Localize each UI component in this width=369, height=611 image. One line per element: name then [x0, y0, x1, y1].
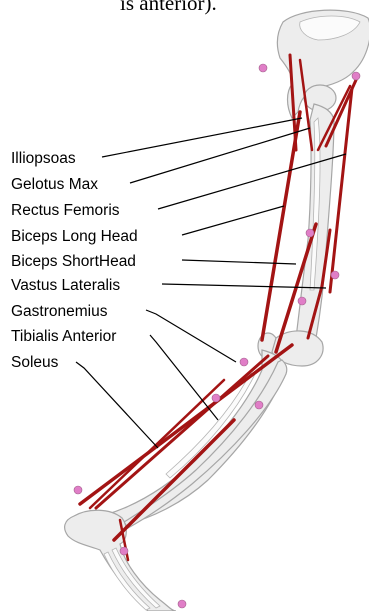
- label-rectus-femoris: Rectus Femoris: [11, 202, 120, 219]
- leader-line-gastronemius: [146, 310, 236, 362]
- skeleton: [65, 10, 369, 611]
- label-vastus-lateralis: Vastus Lateralis: [11, 277, 120, 294]
- attachment-marker: [306, 229, 314, 237]
- muscle-line-rectus-femoris: [262, 112, 300, 340]
- label-illiopsoas: Illiopsoas: [11, 150, 76, 167]
- label-tibialis-anterior: Tibialis Anterior: [11, 328, 116, 345]
- label-biceps-short-head: Biceps ShortHead: [11, 253, 136, 270]
- label-soleus: Soleus: [11, 354, 59, 371]
- attachment-marker: [212, 394, 220, 402]
- label-gastronemius: Gastronemius: [11, 303, 108, 320]
- attachment-marker: [352, 72, 360, 80]
- attachment-marker: [240, 358, 248, 366]
- tibia-bone: [108, 350, 286, 526]
- leader-line-soleus: [76, 362, 158, 448]
- label-gelotus-max: Gelotus Max: [11, 176, 98, 193]
- attachment-marker: [74, 486, 82, 494]
- leader-line-tibialis-anterior: [150, 335, 218, 420]
- leader-line-biceps-short-head: [182, 260, 296, 264]
- attachment-marker: [178, 600, 186, 608]
- attachment-marker: [298, 297, 306, 305]
- attachment-marker: [331, 271, 339, 279]
- leader-line-gelotus-max: [130, 128, 310, 183]
- label-biceps-long-head: Biceps Long Head: [11, 228, 138, 245]
- attachment-marker: [120, 547, 128, 555]
- attachment-marker: [255, 401, 263, 409]
- leader-line-illiopsoas: [102, 118, 302, 157]
- leader-line-biceps-long-head: [182, 206, 284, 235]
- muscle-labels: Illiopsoas Gelotus Max Rectus Femoris Bi…: [11, 150, 138, 371]
- leader-line-vastus-lateralis: [162, 284, 326, 288]
- attachment-marker: [259, 64, 267, 72]
